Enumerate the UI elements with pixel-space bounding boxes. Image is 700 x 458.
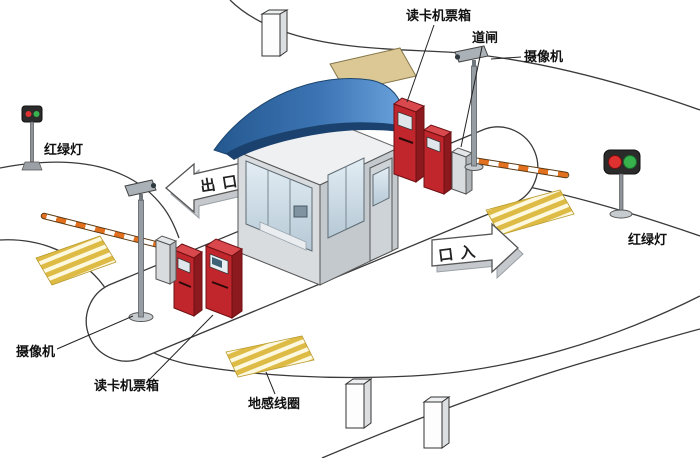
ticket-slot bbox=[211, 281, 229, 289]
camera-lens-icon bbox=[454, 54, 461, 60]
bollard-bottom-2 bbox=[422, 396, 451, 449]
ticket-slot bbox=[398, 137, 414, 144]
entrance-arrow-body bbox=[431, 222, 519, 274]
ground-loop-left bbox=[35, 235, 117, 286]
label-camera-top: 摄像机 bbox=[524, 49, 563, 64]
traffic-light-pole bbox=[619, 173, 624, 213]
booth-desk bbox=[259, 221, 307, 251]
label-traffic-light-left: 红绿灯 bbox=[44, 142, 83, 157]
machine-side bbox=[231, 248, 243, 319]
leader-camera-top bbox=[490, 56, 522, 60]
label-card-reader-bottom: 读卡机票箱 bbox=[94, 378, 159, 393]
label-traffic-light-right: 红绿灯 bbox=[628, 232, 667, 247]
leader-card-reader-top bbox=[406, 24, 435, 103]
booth-canopy-underside bbox=[226, 122, 406, 160]
machine-side bbox=[443, 131, 452, 195]
red-lamp bbox=[608, 155, 622, 169]
leader-ground-loop bbox=[265, 371, 276, 395]
machine-screen bbox=[212, 257, 222, 268]
bollard-front-face bbox=[423, 401, 443, 449]
card-reader-exit-small bbox=[172, 243, 204, 317]
entrance-arrow: 口入 bbox=[431, 222, 524, 280]
machine-screen bbox=[397, 111, 413, 131]
bollard-side-face bbox=[441, 396, 450, 449]
camera-pole bbox=[138, 199, 144, 318]
bollard-front-face bbox=[261, 13, 281, 57]
ground-loop-bottom bbox=[225, 335, 315, 378]
traffic-light-base bbox=[609, 209, 633, 219]
bollard-side-face bbox=[363, 378, 372, 429]
bollard-bottom-1 bbox=[344, 378, 373, 429]
machine-side bbox=[415, 105, 425, 183]
machine-side bbox=[193, 251, 203, 317]
barrier-cabinet-front bbox=[155, 239, 171, 285]
traffic-light-pole bbox=[30, 121, 34, 163]
road-edge-left-top bbox=[0, 161, 180, 239]
camera-bracket bbox=[139, 194, 143, 201]
machine-screen bbox=[426, 136, 441, 153]
booth-monitor bbox=[293, 205, 308, 218]
callout-leaders bbox=[56, 24, 522, 395]
barrier-cabinet-side bbox=[169, 240, 177, 285]
machine-screen bbox=[177, 257, 191, 274]
camera-pole bbox=[471, 65, 477, 167]
camera-head-icon bbox=[124, 179, 157, 197]
callout-labels: 读卡机票箱 道闸 摄像机 红绿灯 红绿灯 摄像机 读卡机票箱 地感线圈 bbox=[16, 8, 667, 411]
road-edge-bottom bbox=[119, 295, 700, 379]
green-lamp bbox=[623, 155, 637, 169]
traffic-light-right bbox=[603, 149, 641, 219]
booth-door-window bbox=[372, 166, 390, 207]
camera-head-icon bbox=[454, 45, 489, 63]
camera-lens-icon bbox=[150, 182, 157, 189]
label-card-reader-top: 读卡机票箱 bbox=[406, 8, 471, 23]
ticket-slot bbox=[178, 281, 192, 288]
leader-card-reader-bottom bbox=[145, 314, 214, 384]
traffic-light-base bbox=[21, 161, 43, 171]
leader-camera-bottom bbox=[56, 315, 134, 350]
label-ground-loop: 地感线圈 bbox=[248, 396, 300, 411]
leader-barrier-gate bbox=[460, 46, 483, 148]
machine-front bbox=[173, 249, 195, 317]
bollard-side-face bbox=[279, 9, 288, 57]
bollard-top bbox=[260, 9, 289, 57]
road-edge-bottom-far bbox=[321, 328, 700, 458]
red-lamp bbox=[25, 111, 32, 117]
label-barrier-gate: 道闸 bbox=[472, 30, 498, 45]
traffic-light-left bbox=[21, 105, 43, 171]
camera-left bbox=[124, 179, 157, 322]
entrance-arrow-label: 口入 bbox=[437, 243, 483, 265]
barrier-cabinet-front bbox=[451, 151, 467, 195]
card-reader-entrance-small bbox=[422, 124, 453, 195]
green-lamp bbox=[33, 111, 40, 117]
camera-bracket bbox=[472, 60, 476, 67]
card-reader-exit-main bbox=[204, 238, 244, 319]
label-camera-bottom: 摄像机 bbox=[16, 344, 55, 359]
card-reader-entrance-main bbox=[392, 97, 426, 183]
bollard-front-face bbox=[345, 383, 365, 429]
camera-right bbox=[454, 45, 489, 171]
guard-booth bbox=[213, 47, 417, 286]
